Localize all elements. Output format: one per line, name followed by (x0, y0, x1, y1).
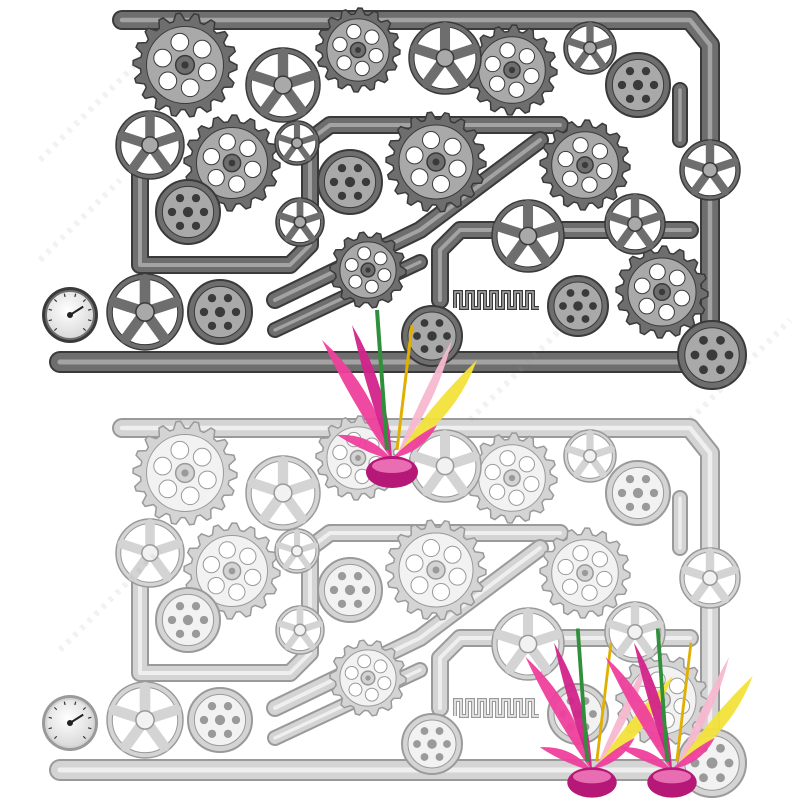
hub-icon (702, 162, 718, 178)
pressure-gauge-icon (42, 287, 98, 343)
gear-icon (132, 420, 238, 526)
wheel-icon (408, 429, 482, 503)
gear-icon (466, 24, 558, 116)
hub-icon (435, 48, 455, 68)
light-metal-panel (42, 415, 747, 798)
gear-icon (183, 114, 281, 212)
wheel-icon (408, 21, 482, 95)
hub-icon (273, 483, 293, 503)
wheel-icon (677, 320, 747, 390)
wheel-icon (187, 687, 253, 753)
gear-icon (315, 7, 401, 93)
hub-icon (290, 136, 304, 150)
wheel-icon (604, 601, 666, 663)
feather-shuttlecock-icon (605, 628, 753, 798)
gear-icon (615, 245, 709, 339)
wheel-icon (605, 52, 671, 118)
watermark-marks (37, 57, 793, 653)
wheel-icon (317, 149, 383, 215)
hub-icon (583, 449, 597, 463)
spring-coil (453, 290, 539, 310)
wheel-icon (563, 21, 617, 75)
pressure-gauge-icon (42, 695, 98, 751)
pipe (431, 629, 699, 717)
hub-icon (627, 216, 643, 232)
wheel-icon (401, 713, 463, 775)
gear-icon (329, 231, 407, 309)
pipe (131, 116, 569, 274)
hub-icon (518, 226, 538, 246)
wheel-icon (563, 429, 617, 483)
spring-coil (453, 698, 539, 718)
wheel-icon (106, 681, 184, 759)
wheel-icon (274, 120, 320, 166)
wheel-icon (491, 607, 565, 681)
hub-icon (702, 570, 718, 586)
wheel-icon (679, 139, 741, 201)
hub-icon (135, 710, 155, 730)
wheel-icon (245, 455, 321, 531)
hub-icon (627, 624, 643, 640)
hub-icon (141, 136, 159, 154)
pipe (266, 131, 549, 309)
pipe (112, 418, 720, 788)
wheel-icon (155, 587, 221, 653)
wheel-icon (605, 460, 671, 526)
wheel-icon (275, 605, 325, 655)
gear-icon (385, 111, 487, 213)
hub-icon (135, 302, 155, 322)
hub-icon (141, 544, 159, 562)
pipe (266, 539, 549, 717)
gear-icon (539, 527, 631, 619)
wheel-icon (245, 47, 321, 123)
gear-icon (329, 639, 407, 717)
hub-icon (435, 456, 455, 476)
wheel-icon (604, 193, 666, 255)
hub-icon (583, 41, 597, 55)
pipe (131, 524, 569, 682)
wheel-icon (547, 275, 609, 337)
gear-icon (132, 12, 238, 118)
hub-icon (290, 544, 304, 558)
shuttlecock-group (322, 309, 753, 798)
pipe (112, 10, 720, 380)
dark-metal-panel (42, 7, 747, 390)
pipe (431, 221, 699, 309)
wheel-icon (275, 197, 325, 247)
wheel-icon (155, 179, 221, 245)
gear-icon (385, 519, 487, 621)
wheel-icon (679, 547, 741, 609)
hub-icon (518, 634, 538, 654)
hub-icon (293, 215, 307, 229)
wheel-icon (187, 279, 253, 345)
feather-shuttlecock-icon (322, 309, 477, 488)
wheel-icon (491, 199, 565, 273)
wheel-icon (115, 518, 185, 588)
gear-icon (539, 119, 631, 211)
wheel-icon (317, 557, 383, 623)
gear-icon (183, 522, 281, 620)
hub-icon (273, 75, 293, 95)
wheel-icon (115, 110, 185, 180)
gear-icon (466, 432, 558, 524)
wheel-icon (274, 528, 320, 574)
hub-icon (293, 623, 307, 637)
wheel-icon (106, 273, 184, 351)
